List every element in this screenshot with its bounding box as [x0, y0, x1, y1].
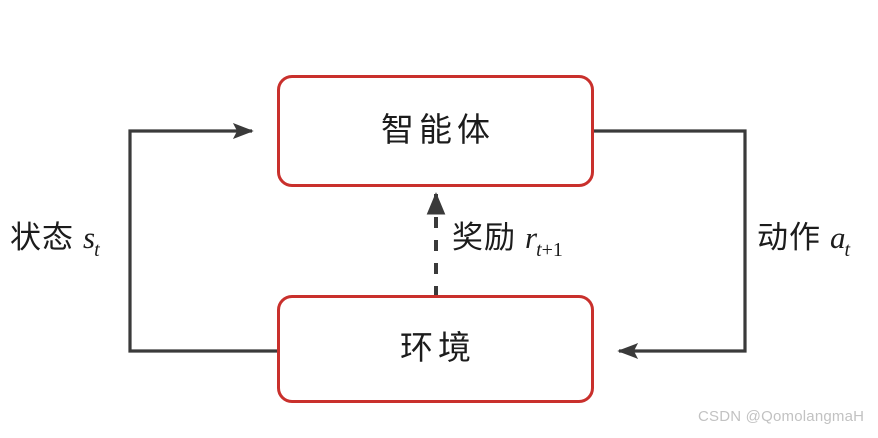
- action-label-cjk: 动作: [757, 220, 821, 255]
- environment-node-label: 环境: [400, 330, 476, 367]
- agent-node-label: 智能体: [381, 112, 495, 149]
- csdn-watermark: CSDN @QomolangmaH: [698, 408, 865, 425]
- environment-node[interactable]: 环境: [277, 295, 594, 403]
- reward-label-cjk: 奖励: [452, 220, 516, 255]
- reward-label-subscript: t+1: [536, 239, 563, 262]
- state-label-cjk: 状态: [10, 220, 74, 255]
- action-label-subscript: t: [844, 239, 851, 262]
- state-edge-label: 状态 st: [10, 220, 101, 260]
- state-connector: [128, 123, 277, 353]
- state-label-symbol: s: [83, 220, 96, 255]
- action-edge-label: 动作 at: [757, 220, 851, 260]
- action-connector: [594, 129, 747, 359]
- state-label-subscript: t: [94, 239, 100, 262]
- action-label-symbol: a: [830, 220, 846, 255]
- reward-edge-label: 奖励 rt+1: [452, 220, 564, 260]
- agent-node[interactable]: 智能体: [277, 75, 594, 187]
- reward-label-symbol: r: [525, 220, 538, 255]
